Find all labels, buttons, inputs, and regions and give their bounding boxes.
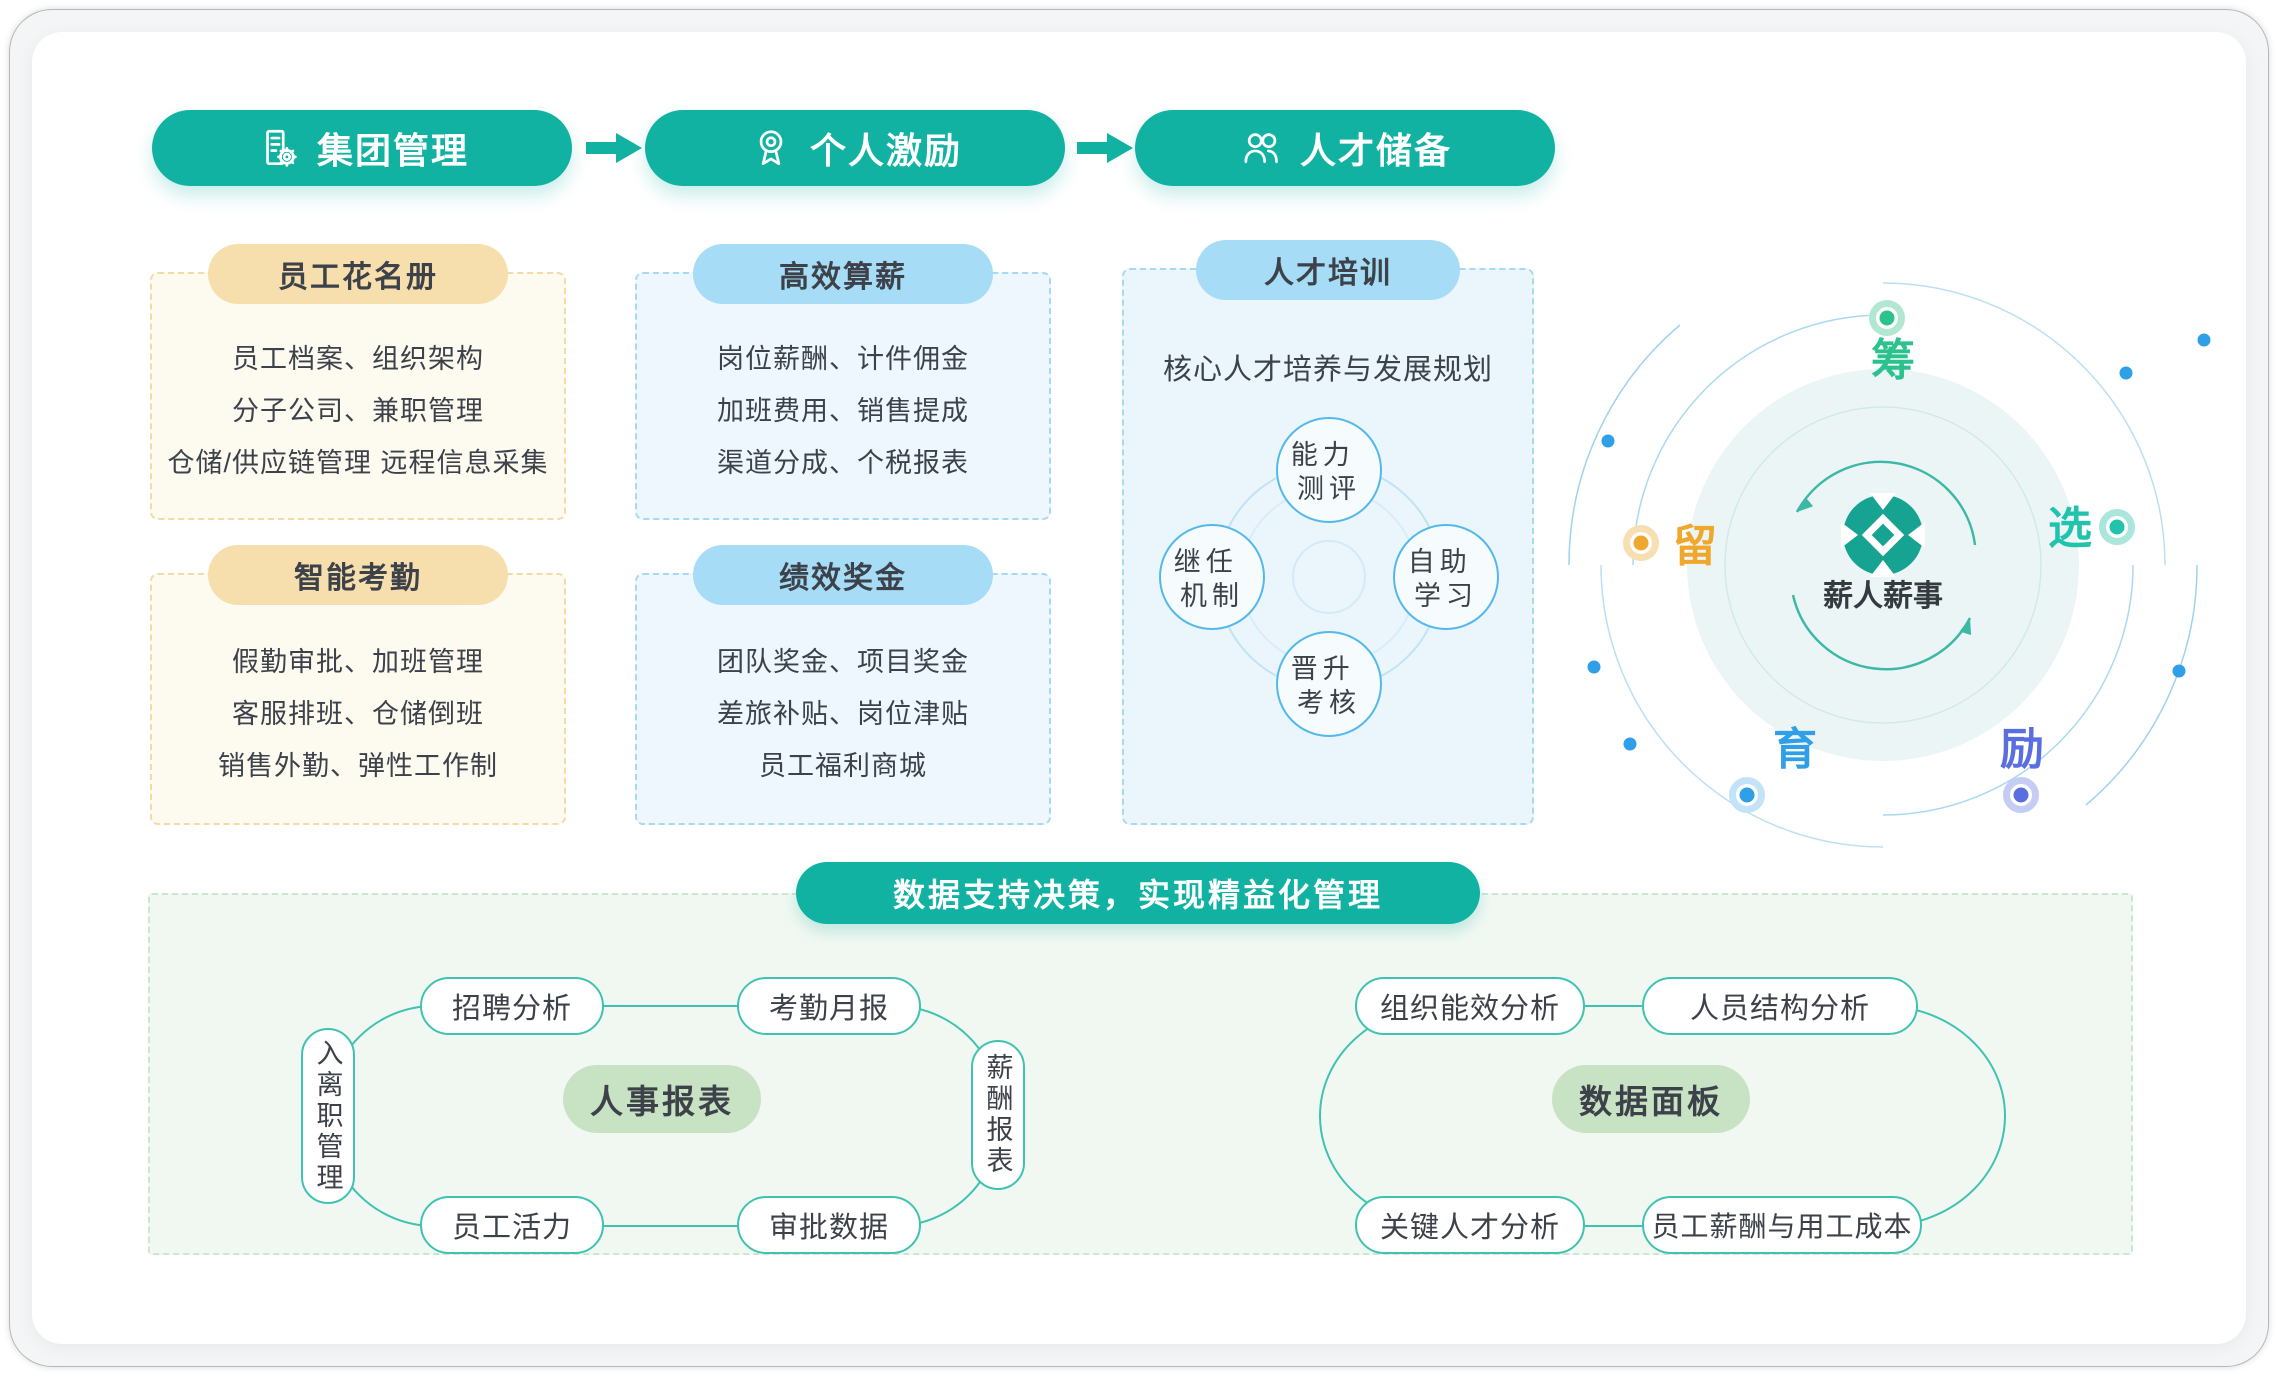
flow-step-group-management: 集团管理 (152, 110, 572, 186)
card-efficient-payroll: 高效算薪 岗位薪酬、计件佣金 加班费用、销售提成 渠道分成、个税报表 (635, 244, 1051, 520)
card-talent-training: 人才培训 核心人才培养与发展规划 能力 测评 继任 机制 (1122, 240, 1534, 825)
card-item: 分子公司、兼职管理 (232, 395, 484, 426)
card-item: 差旅补贴、岗位津贴 (717, 698, 969, 729)
card-item: 员工福利商城 (759, 750, 927, 781)
node-onboarding-offboarding: 入离职管理 (301, 1028, 355, 1204)
svg-text:能力 测评: 能力 测评 (1291, 440, 1368, 504)
svg-text:自助 学习: 自助 学习 (1408, 547, 1485, 611)
flow-step-talent-reserve: 人才储备 (1135, 110, 1555, 186)
svg-text:晋升 考核: 晋升 考核 (1291, 654, 1368, 718)
card-title: 人才培训 (1196, 240, 1460, 300)
card-employee-roster: 员工花名册 员工档案、组织架构 分子公司、兼职管理 仓储/供应链管理 远程信息采… (150, 244, 566, 520)
card-item: 假勤审批、加班管理 (232, 646, 484, 677)
node-key-talent: 关键人才分析 (1355, 1196, 1585, 1254)
training-wheel-diagram: 能力 测评 继任 机制 自助 学习 (1159, 417, 1499, 737)
orbit-word-incentivize: 励 (2000, 725, 2044, 774)
orbit-word-plan: 筹 (1871, 336, 1915, 385)
building-icon (266, 129, 297, 167)
hr-report-center-pill: 人事报表 (563, 1065, 761, 1133)
card-item: 加班费用、销售提成 (717, 395, 969, 426)
data-panel-title: 数据支持决策，实现精益化管理 (796, 862, 1480, 924)
wheel-node-top: 能力 测评 (1276, 417, 1382, 523)
card-item: 渠道分成、个税报表 (717, 447, 969, 478)
node-recruiting-analysis: 招聘分析 (420, 977, 604, 1035)
node-payroll-report: 薪酬报表 (971, 1040, 1025, 1190)
data-panel (148, 893, 2133, 1255)
node-approval-data: 审批数据 (737, 1196, 921, 1254)
orbit-marker-retain (1623, 525, 1659, 561)
orbit-word-retain: 留 (1673, 522, 1717, 571)
card-smart-attendance: 智能考勤 假勤审批、加班管理 客服排班、仓储倒班 销售外勤、弹性工作制 (150, 545, 566, 825)
card-performance-bonus: 绩效奖金 团队奖金、项目奖金 差旅补贴、岗位津贴 员工福利商城 (635, 545, 1051, 825)
card-title: 员工花名册 (208, 244, 508, 304)
card-title: 高效算薪 (693, 244, 993, 304)
node-attendance-monthly: 考勤月报 (737, 977, 921, 1035)
card-title: 智能考勤 (208, 545, 508, 605)
flow-step-label: 人才储备 (1299, 130, 1452, 171)
flow-arrow-icon (1077, 133, 1133, 163)
card-item: 销售外勤、弹性工作制 (218, 750, 498, 781)
flow-step-personal-incentive: 个人激励 (645, 110, 1065, 186)
card-item: 岗位薪酬、计件佣金 (717, 343, 969, 374)
brand-name: 薪人薪事 (1823, 580, 1943, 613)
node-salary-labor-cost: 员工薪酬与用工成本 (1642, 1196, 1922, 1254)
wheel-node-left: 继任 机制 (1159, 524, 1265, 630)
people-icon (1244, 133, 1278, 163)
card-item: 员工档案、组织架构 (232, 343, 484, 374)
orbit-marker-select (2099, 509, 2135, 545)
card-item: 客服排班、仓储倒班 (232, 698, 484, 729)
wheel-node-bottom: 晋升 考核 (1276, 631, 1382, 737)
node-org-efficiency: 组织能效分析 (1355, 977, 1585, 1035)
node-staff-structure: 人员结构分析 (1642, 977, 1918, 1035)
svg-text:继任 机制: 继任 机制 (1174, 547, 1251, 611)
training-subtitle: 核心人才培养与发展规划 (1162, 354, 1493, 386)
wheel-node-right: 自助 学习 (1393, 524, 1499, 630)
orbit-marker-incentivize (2003, 777, 2039, 813)
card-item: 团队奖金、项目奖金 (717, 646, 969, 677)
card-title: 绩效奖金 (693, 545, 993, 605)
orbit-dots (1587, 333, 2211, 751)
orbit-marker-train (1729, 777, 1765, 813)
orbit-word-select: 选 (2048, 504, 2092, 553)
brand-orbit-diagram: 薪人薪事 筹 选 留 育 励 (1568, 282, 2211, 848)
medal-icon (759, 130, 783, 166)
data-dashboard-center-pill: 数据面板 (1552, 1065, 1750, 1133)
flow-step-label: 集团管理 (316, 130, 469, 171)
node-employee-vitality: 员工活力 (420, 1196, 604, 1254)
flow-arrow-icon (586, 133, 642, 163)
orbit-word-train: 育 (1773, 725, 1817, 774)
brand-logo-icon (1841, 493, 1925, 577)
orbit-marker-plan (1869, 300, 1905, 336)
card-item: 仓储/供应链管理 远程信息采集 (167, 447, 549, 478)
flow-step-label: 个人激励 (809, 130, 962, 171)
cycle-arrows (1791, 460, 1977, 671)
